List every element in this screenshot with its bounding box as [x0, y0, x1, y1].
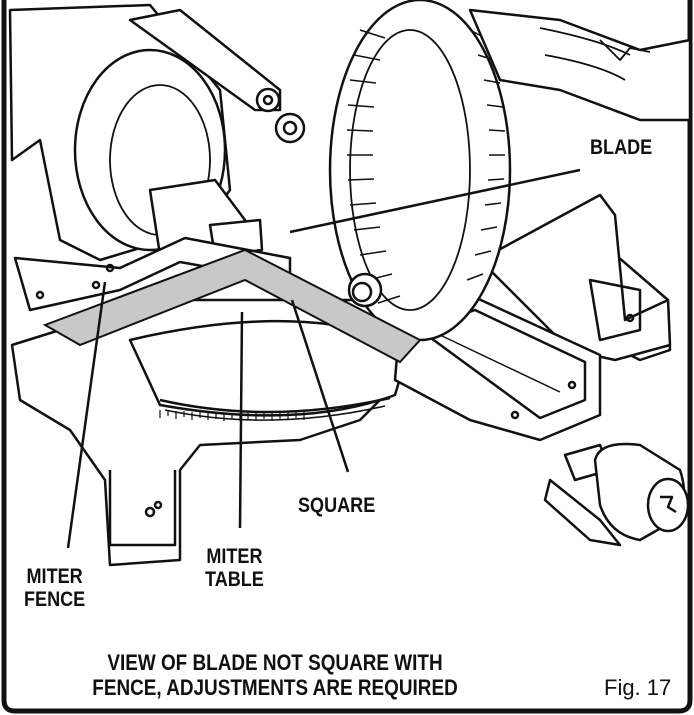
label-miter-table-line2: TABLE — [205, 568, 264, 591]
caption-line2: FENCE, ADJUSTMENTS ARE REQUIRED — [92, 675, 458, 700]
figure-number: Fig. 17 — [604, 675, 672, 700]
label-miter-fence: MITER FENCE — [24, 565, 85, 611]
leader-lines — [66, 168, 581, 549]
pivot-bolt — [347, 272, 383, 308]
label-blade-text: BLADE — [590, 136, 653, 159]
label-square-text: SQUARE — [298, 494, 376, 517]
label-blade: BLADE — [590, 136, 652, 159]
linkage-arm — [128, 8, 306, 144]
leader-miter-table — [238, 311, 244, 529]
label-miter-fence-line2: FENCE — [24, 588, 86, 611]
figure-caption: VIEW OF BLADE NOT SQUARE WITH FENCE, ADJ… — [90, 650, 460, 700]
caption-line1: VIEW OF BLADE NOT SQUARE WITH — [107, 650, 443, 675]
blade-guard — [328, 0, 512, 342]
bevel-knob — [543, 442, 690, 547]
blade-guard-ribs — [346, 29, 506, 304]
label-miter-table-line1: MITER — [206, 545, 263, 568]
carpenter-square — [42, 248, 422, 364]
saw-handle — [468, 8, 692, 122]
leader-blade — [289, 168, 581, 234]
label-miter-table: MITER TABLE — [205, 545, 264, 591]
label-square: SQUARE — [298, 494, 375, 517]
leader-square — [290, 299, 350, 473]
leader-miter-fence — [66, 281, 107, 549]
label-miter-fence-line1: MITER — [26, 565, 83, 588]
